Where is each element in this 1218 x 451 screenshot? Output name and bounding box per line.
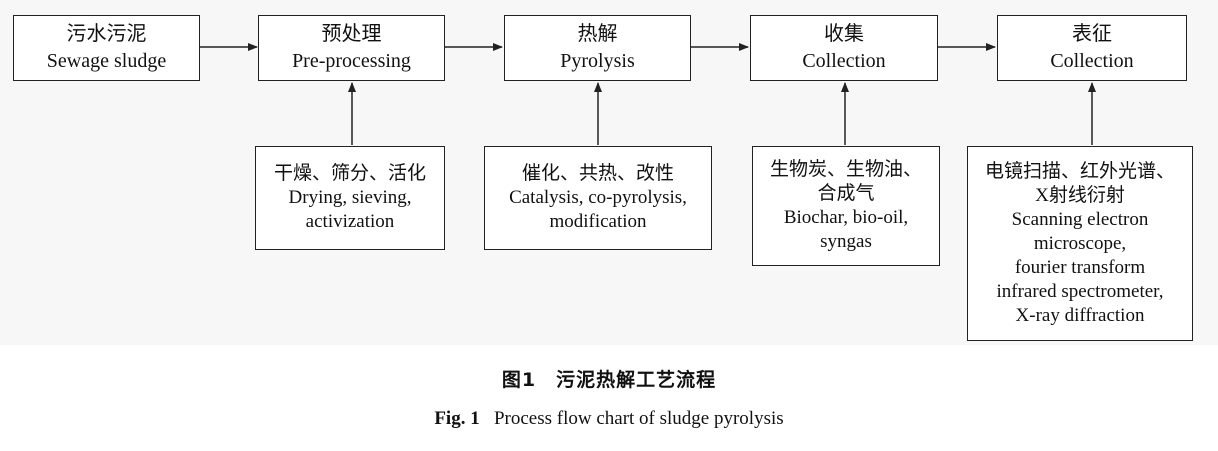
detail-box-pretreatment-methods: 干燥、筛分、活化 Drying, sieving, activization [255,146,445,250]
arrow-layer [200,43,1096,145]
detail-line: Scanning electron [1011,208,1149,230]
step-label-en: Collection [802,50,886,72]
step-box-sewage-sludge: 污水污泥 Sewage sludge [13,15,200,81]
step-label-en: Pre-processing [292,50,411,72]
detail-line: Biochar, bio-oil, [783,207,909,228]
detail-line: microscope, [1033,232,1127,254]
step-label-cn: 收集 [824,23,864,45]
detail-line: Catalysis, co-pyrolysis, [509,187,687,208]
step-box-collection: 收集 Collection [750,15,938,81]
step-label-en: Collection [1050,50,1134,72]
step-box-pre-processing: 预处理 Pre-processing [258,15,445,81]
detail-box-characterization-methods: 电镜扫描、红外光谱、 X射线衍射 Scanning electron micro… [967,146,1193,341]
figure-caption-cn: 图1 污泥热解工艺流程 [501,369,717,391]
step-box-pyrolysis: 热解 Pyrolysis [504,15,691,81]
step-label-cn: 表征 [1072,23,1112,45]
detail-line: X-ray diffraction [1015,304,1145,326]
detail-line: 生物炭、生物油、 [769,159,922,180]
step-box-characterization: 表征 Collection [997,15,1187,81]
detail-line: fourier transform [1014,256,1146,278]
detail-line: syngas [820,231,872,252]
detail-line: 电镜扫描、红外光谱、 [984,160,1175,182]
detail-line: modification [549,211,647,232]
figure-label: Fig. 1 [434,408,480,429]
detail-line: infrared spectrometer, [996,280,1164,302]
step-label-en: Sewage sludge [46,50,167,72]
step-label-cn: 污水污泥 [66,23,147,45]
detail-line: X射线衍射 [1035,184,1125,206]
detail-box-products: 生物炭、生物油、 合成气 Biochar, bio-oil, syngas [752,146,940,266]
flowchart: 污水污泥 Sewage sludge 预处理 Pre-processing 热解… [13,15,1193,341]
detail-line: 催化、共热、改性 [521,163,674,184]
detail-line: activization [305,211,395,232]
detail-box-pyrolysis-methods: 催化、共热、改性 Catalysis, co-pyrolysis, modifi… [484,146,712,250]
step-label-cn: 预处理 [321,23,382,45]
detail-line: Drying, sieving, [288,187,412,208]
step-label-en: Pyrolysis [560,50,635,72]
figure-caption-en: Fig. 1 Process flow chart of sludge pyro… [0,408,1218,430]
detail-line: 合成气 [817,183,875,204]
detail-line: 干燥、筛分、活化 [273,163,426,184]
step-label-cn: 热解 [577,23,618,45]
figure-caption-text: Process flow chart of sludge pyrolysis [493,408,784,429]
